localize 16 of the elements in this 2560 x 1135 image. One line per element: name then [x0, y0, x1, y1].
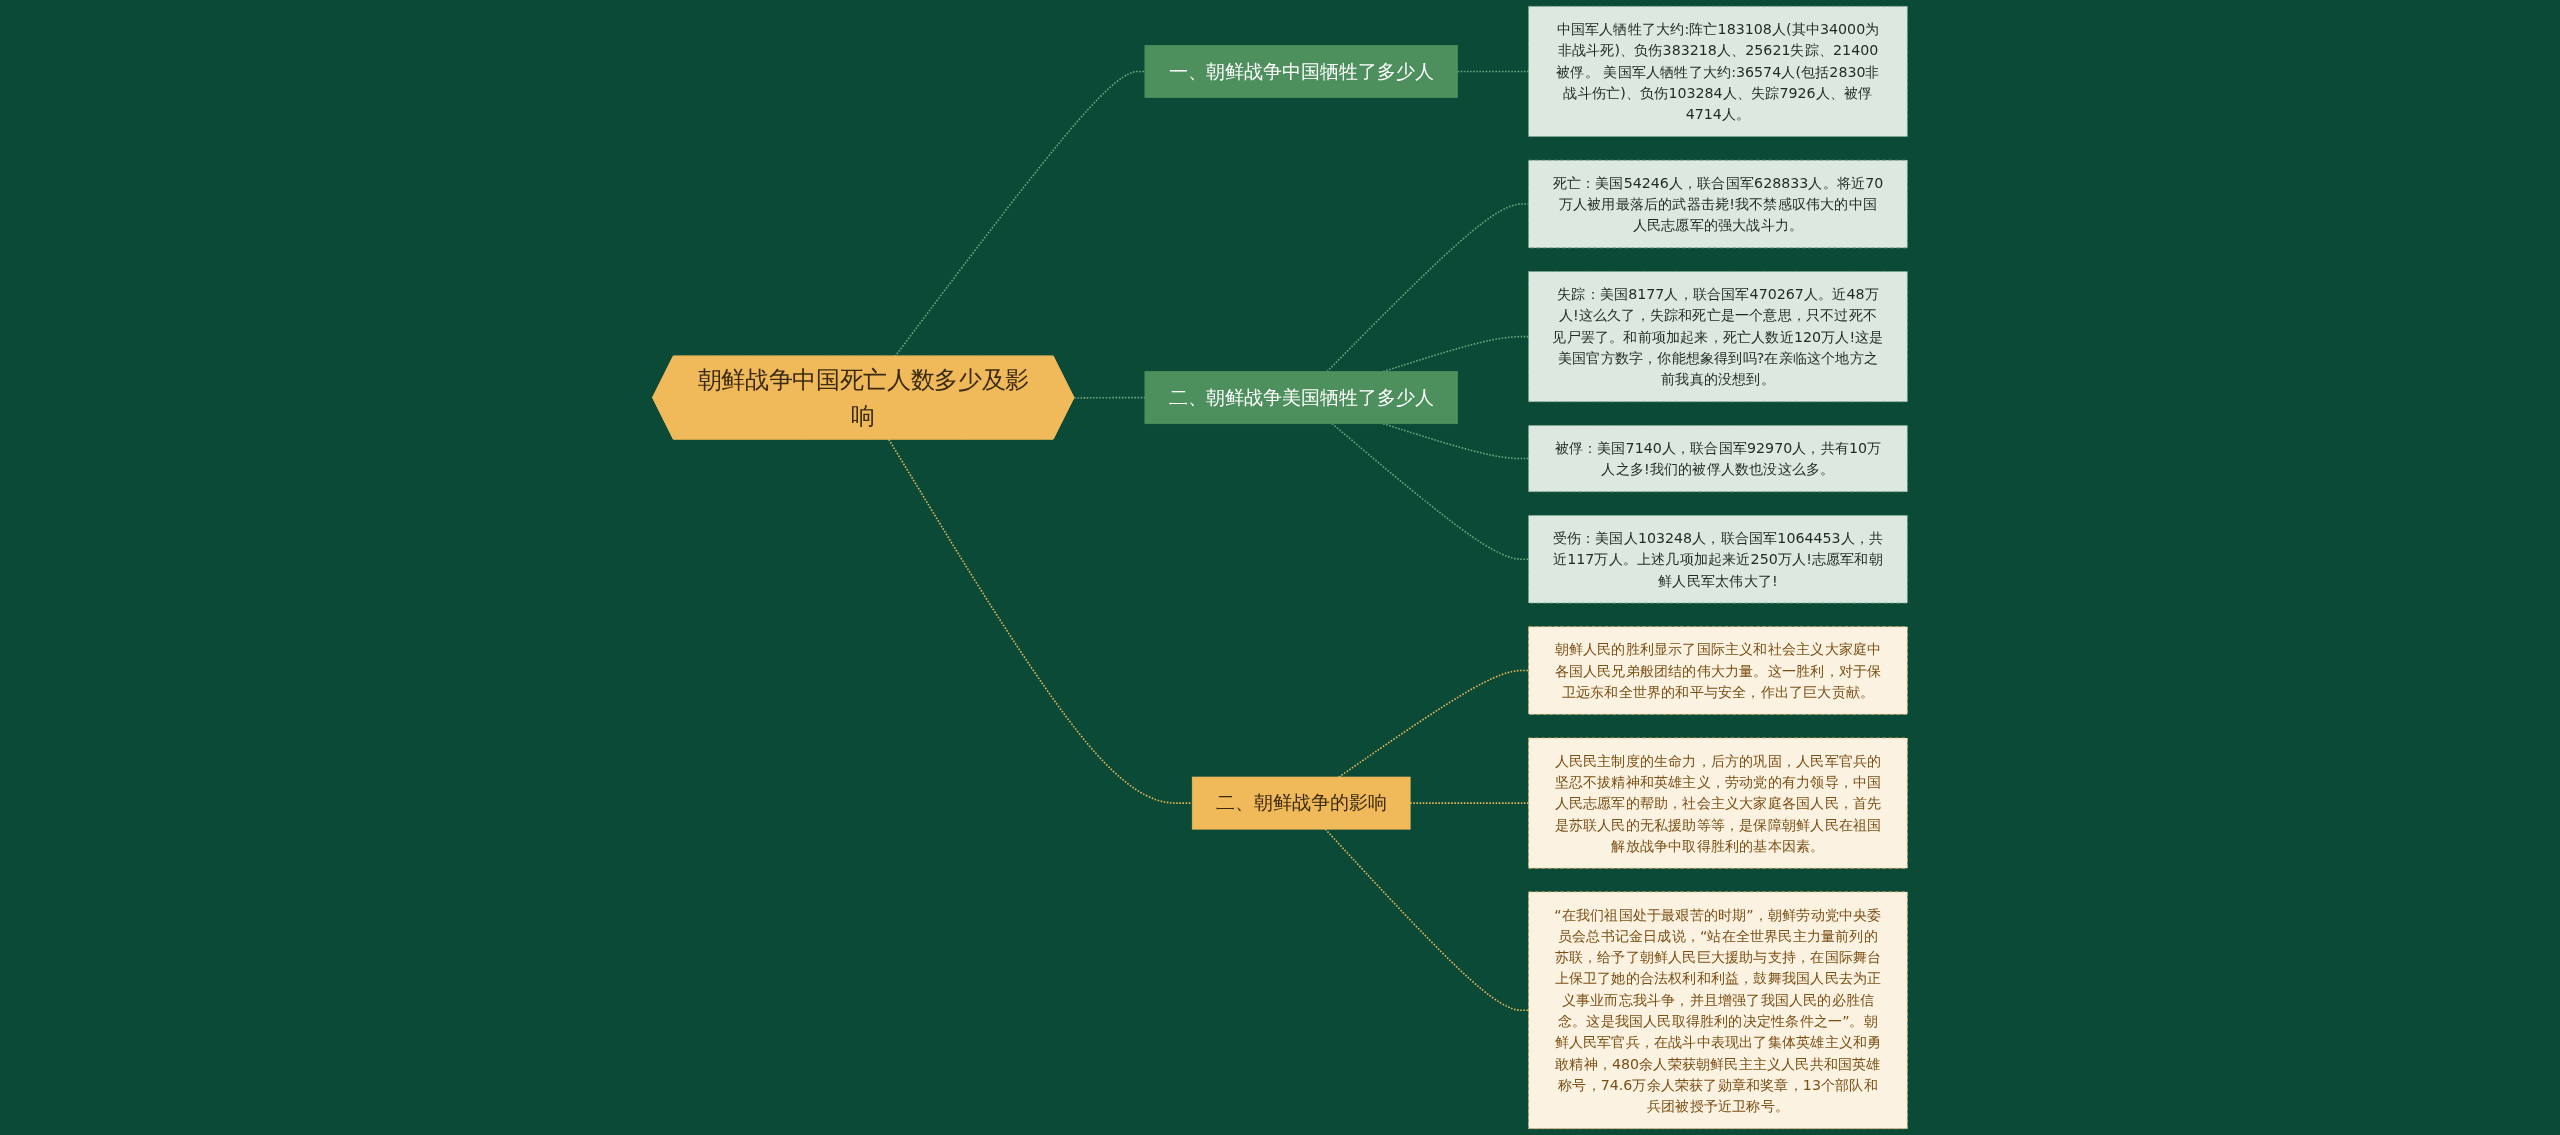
- node-box: 人民民主制度的生命力，后方的巩固，人民军官兵的坚忍不拔精神和英雄主义，劳动党的有力领导，中国人民志愿军的帮助，社会主义大家庭各国人民，首先是苏联人民的无私援助等等，是保障朝鲜人民在祖国解放战争中取得胜利的基本因素。: [1528, 737, 1908, 869]
- node-box: 二、朝鲜战争美国牺牲了多少人: [1144, 371, 1458, 425]
- connector: [1338, 669, 1530, 778]
- node-box: 死亡：美国54246人，联合国军628833人。将近70万人被用最落后的武器击毙!我不禁感叹伟大的中国人民志愿军的强大战斗力。: [1528, 159, 1908, 249]
- node-box: “在我们祖国处于最艰苦的时期”，朝鲜劳动党中央委员会总书记金日成说，“站在全世界民主力量前列的苏联，给予了朝鲜人民巨大援助与支持，在国际舞台上保卫了她的合法权利和利益，鼓舞我国人民去为正义事业而忘我斗争，并且增强了我国人民的必胜信念。这是我国人民取得胜利的决定性条件之一”。朝鲜人民军官兵，在战斗中表现出了集体英雄主义和勇敢精神，480余人荣获朝鲜民主主义人民共和国英雄称号，74.6万余人荣获了勋章和奖章，13个部队和兵团被授予近卫称号。: [1528, 891, 1908, 1130]
- node-box: 失踪：美国8177人，联合国军470267人。近48万人!这么久了，失踪和死亡是一个意思，只不过死不见尸罢了。和前项加起来，死亡人数近120万人!这是美国官方数字，你能想象得到吗?在亲临这个地方之前我真的没想到。: [1528, 271, 1908, 403]
- node-box: 二、朝鲜战争的影响: [1191, 776, 1411, 830]
- node-box: 被俘：美国7140人，联合国军92970人，共有10万人之多!我们的被俘人数也没这么多。: [1528, 425, 1908, 493]
- node-box: 中国军人牺牲了大约:阵亡183108人(其中34000为非战斗死)、负伤383218人、25621失踪、21400被俘。 美国军人牺牲了大约:36574人(包括2830非战斗伤亡)、负伤103284人、失踪7926人、被俘4714人。: [1528, 5, 1908, 137]
- connector: [894, 70, 1146, 358]
- node-box: 受伤：美国人103248人，联合国军1064453人，共近117万人。上述几项加起来近250万人!志愿军和朝鲜人民军太伟大了!: [1528, 515, 1908, 604]
- connector: [1331, 422, 1530, 560]
- node-box: 朝鲜人民的胜利显示了国际主义和社会主义大家庭中各国人民兄弟般团结的伟大力量。这一胜利，对于保卫远东和全世界的和平与安全，作出了巨大贡献。: [1528, 626, 1908, 715]
- node-box: 一、朝鲜战争中国牺牲了多少人: [1144, 45, 1458, 98]
- connector: [1324, 828, 1530, 1012]
- connector: [1326, 203, 1530, 373]
